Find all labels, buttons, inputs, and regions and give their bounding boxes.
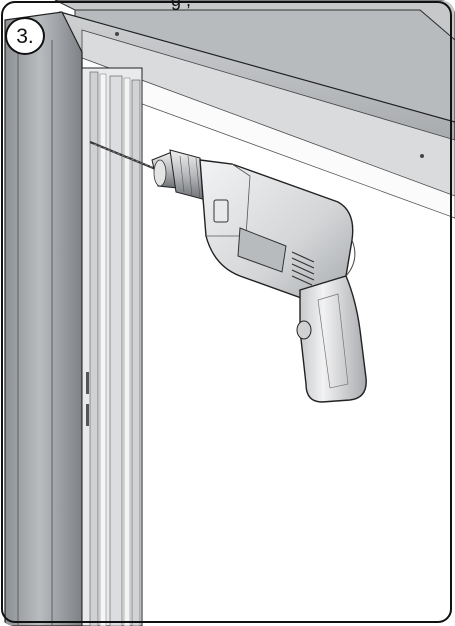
step-number-badge: 3.: [5, 17, 45, 55]
vent-slots: [291, 251, 315, 286]
top-text-fragment: g ,: [171, 0, 192, 10]
drill-bit: [89, 140, 159, 172]
left-frame-outer: [4, 11, 83, 626]
drill-chuck: [151, 149, 207, 201]
drill-handle: [296, 239, 367, 403]
left-frame-track: [81, 67, 143, 626]
